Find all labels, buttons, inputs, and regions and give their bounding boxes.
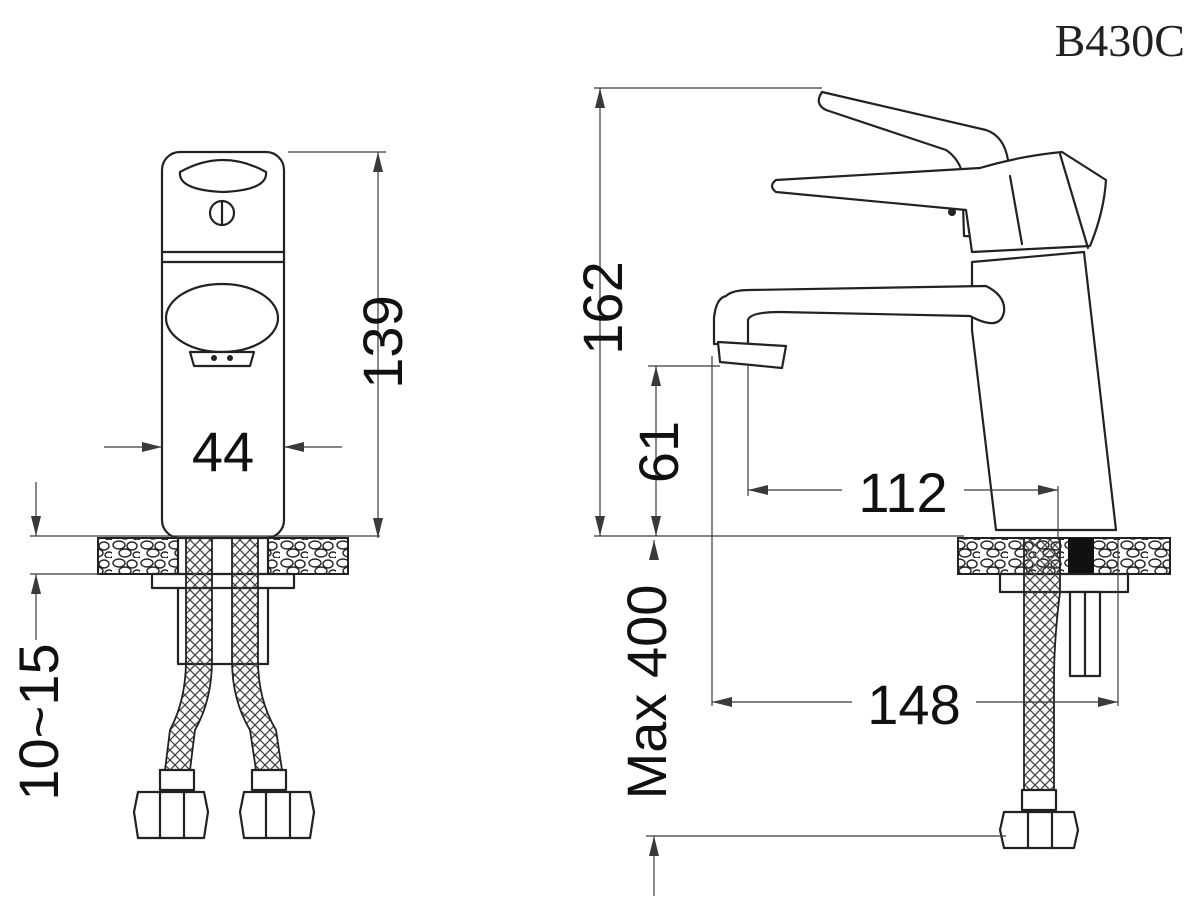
dim-total-length: 148 — [867, 673, 960, 736]
dim-hose-length: Max 400 — [615, 585, 678, 800]
side-hose — [1023, 537, 1061, 791]
dim-total-height: 162 — [571, 261, 634, 354]
side-body — [970, 250, 1118, 532]
side-view — [712, 90, 1171, 850]
side-deck — [957, 537, 1171, 575]
model-code: B430C — [1055, 15, 1185, 66]
side-spout — [712, 284, 1006, 346]
dim-body-height: 139 — [351, 295, 414, 388]
front-nut-right — [238, 790, 316, 840]
dim-spout-height: 61 — [627, 421, 690, 483]
dim-deck-thickness: 10~15 — [7, 643, 70, 800]
dim-spout-reach: 112 — [858, 461, 947, 524]
side-dimensions: 162 61 112 148 Max 400 — [571, 87, 1119, 896]
front-view — [97, 150, 349, 840]
front-aerator — [164, 282, 280, 354]
dim-body-diameter: 44 — [192, 420, 254, 483]
front-nut-left — [132, 790, 210, 840]
front-dimensions: 139 44 10~15 — [7, 151, 414, 801]
side-nut — [998, 810, 1080, 850]
